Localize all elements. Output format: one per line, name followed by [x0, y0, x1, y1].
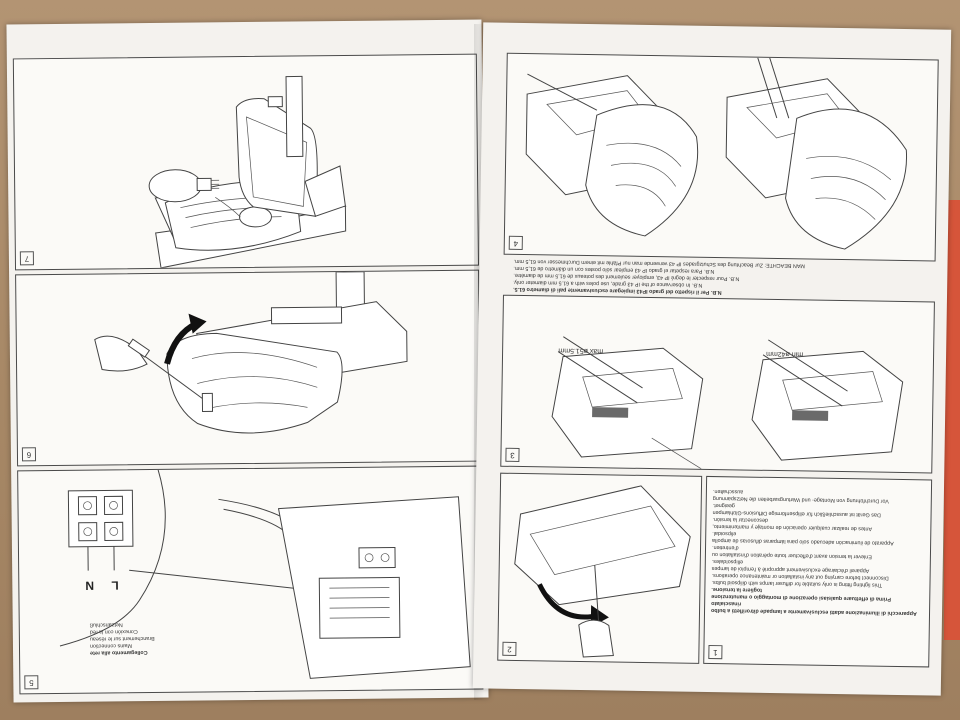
dim-max: max ø51.5mm	[558, 346, 604, 355]
panel-step-1: Apparecchi di illuminazione adatti esclu…	[703, 475, 933, 668]
mains-line-4: Conexión con la red	[89, 628, 138, 635]
dim-min: min ø42mm	[766, 349, 804, 358]
terminal-label-l: L	[111, 578, 119, 593]
panel-step-7: 7	[12, 53, 480, 271]
panel-step-5: N L Collegamento alla rete Mains connect…	[17, 465, 484, 695]
left-sheet: 7	[6, 19, 489, 703]
panel-step-6: 6	[15, 269, 482, 467]
step-number-6: 6	[21, 447, 37, 462]
step-number-7: 7	[19, 251, 34, 266]
ip43-note: N.B. Per il rispetto del grado IP43 impi…	[513, 257, 933, 299]
right-sheet: 4 N.B. Per il rispetto del grado IP43 im…	[472, 22, 952, 696]
terminal-label-n: N	[85, 578, 95, 593]
panel-step-4: 4	[503, 52, 939, 262]
mains-line-1: Collegamento alla rete	[90, 649, 148, 656]
panel-step-3: max ø51.5mm min ø42mm 3	[500, 294, 935, 474]
step-number-3: 3	[505, 447, 520, 462]
illustration-mains-connection	[59, 469, 471, 679]
panel-step-2: 2	[497, 472, 703, 664]
illustration-open-lid	[514, 485, 691, 658]
mains-line-2: Mains connection	[89, 642, 132, 649]
warning-text: Apparecchi di illuminazione adatti esclu…	[711, 487, 923, 616]
step-number-5: 5	[24, 675, 39, 690]
step-number-4: 4	[508, 235, 523, 251]
step-number-1: 1	[708, 644, 723, 660]
mains-connection-text: Collegamento alla rete Mains connection …	[89, 620, 170, 656]
illustration-pole-mounting	[525, 57, 907, 250]
illustration-lamp-insertion	[148, 75, 347, 269]
step-number-2: 2	[502, 641, 517, 656]
mains-line-3: Branchement sur le réseau	[89, 634, 155, 642]
illustration-closing-lid	[94, 271, 408, 434]
illustration-pole-diameter	[551, 336, 904, 470]
cardboard-print-strip	[944, 200, 960, 640]
